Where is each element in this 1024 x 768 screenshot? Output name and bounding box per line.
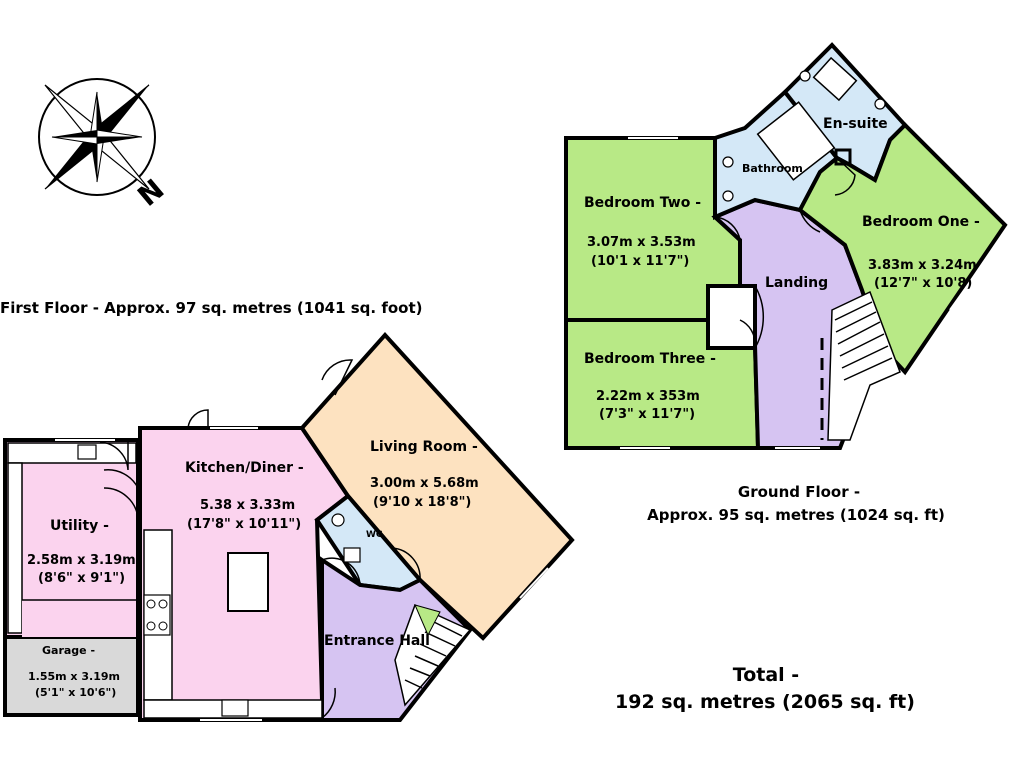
total-caption-line2: 192 sq. metres (2065 sq. ft): [615, 691, 915, 713]
garage-imperial: (5'1" x 10'6"): [35, 686, 116, 699]
utility-imperial: (8'6" x 9'1"): [38, 571, 125, 586]
total-caption-line1: Total -: [733, 664, 799, 686]
bedroom-three-name: Bedroom Three -: [584, 351, 716, 367]
bedroom-one-metric: 3.83m x 3.24m: [868, 258, 977, 273]
kitchen-imperial: (17'8" x 10'11"): [187, 517, 301, 532]
ground-floor-caption-line1: Ground Floor -: [738, 483, 860, 501]
bedroom-one-imperial: (12'7" x 10'8): [874, 276, 972, 291]
garage-metric: 1.55m x 3.19m: [28, 670, 120, 683]
living-room-imperial: (9'10 x 18'8"): [373, 495, 471, 510]
bedroom-two-name: Bedroom Two -: [584, 195, 701, 211]
first-floor-caption: First Floor - Approx. 97 sq. metres (104…: [0, 299, 423, 317]
ensuite-name: En-suite: [823, 116, 888, 132]
kitchen-metric: 5.38 x 3.33m: [200, 498, 295, 513]
stairs-upper: [827, 290, 901, 441]
compass-icon: N: [38, 78, 170, 213]
bathroom-name: Bathroom: [742, 162, 803, 175]
landing-cupboard: [706, 284, 757, 350]
captions: First Floor - Approx. 97 sq. metres (104…: [0, 299, 945, 713]
entrance-hall-name: Entrance Hall: [324, 633, 430, 649]
bedroom-two-imperial: (10'1 x 11'7"): [591, 254, 689, 269]
bedroom-two-metric: 3.07m x 3.53m: [587, 235, 696, 250]
bedroom-three-imperial: (7'3" x 11'7"): [599, 407, 695, 422]
living-room-metric: 3.00m x 5.68m: [370, 476, 479, 491]
bedroom-three-metric: 2.22m x 353m: [596, 389, 700, 404]
kitchen-island: [227, 552, 269, 612]
garage-name: Garage -: [42, 644, 95, 657]
room-labels: Bedroom Two - 3.07m x 3.53m (10'1 x 11'7…: [27, 116, 980, 699]
upper-floor-plan: [564, 42, 1008, 450]
kitchen-name: Kitchen/Diner -: [185, 460, 304, 476]
lower-floor-plan: [3, 332, 575, 722]
utility-metric: 2.58m x 3.19m: [27, 553, 136, 568]
utility-name: Utility -: [50, 518, 109, 534]
landing-name: Landing: [765, 275, 828, 291]
living-room-name: Living Room -: [370, 439, 478, 455]
wc-name: WC: [366, 530, 383, 540]
ground-floor-caption-line2: Approx. 95 sq. metres (1024 sq. ft): [647, 506, 945, 524]
bedroom-one-name: Bedroom One -: [862, 214, 980, 230]
entrance-hall-area: [320, 556, 473, 722]
